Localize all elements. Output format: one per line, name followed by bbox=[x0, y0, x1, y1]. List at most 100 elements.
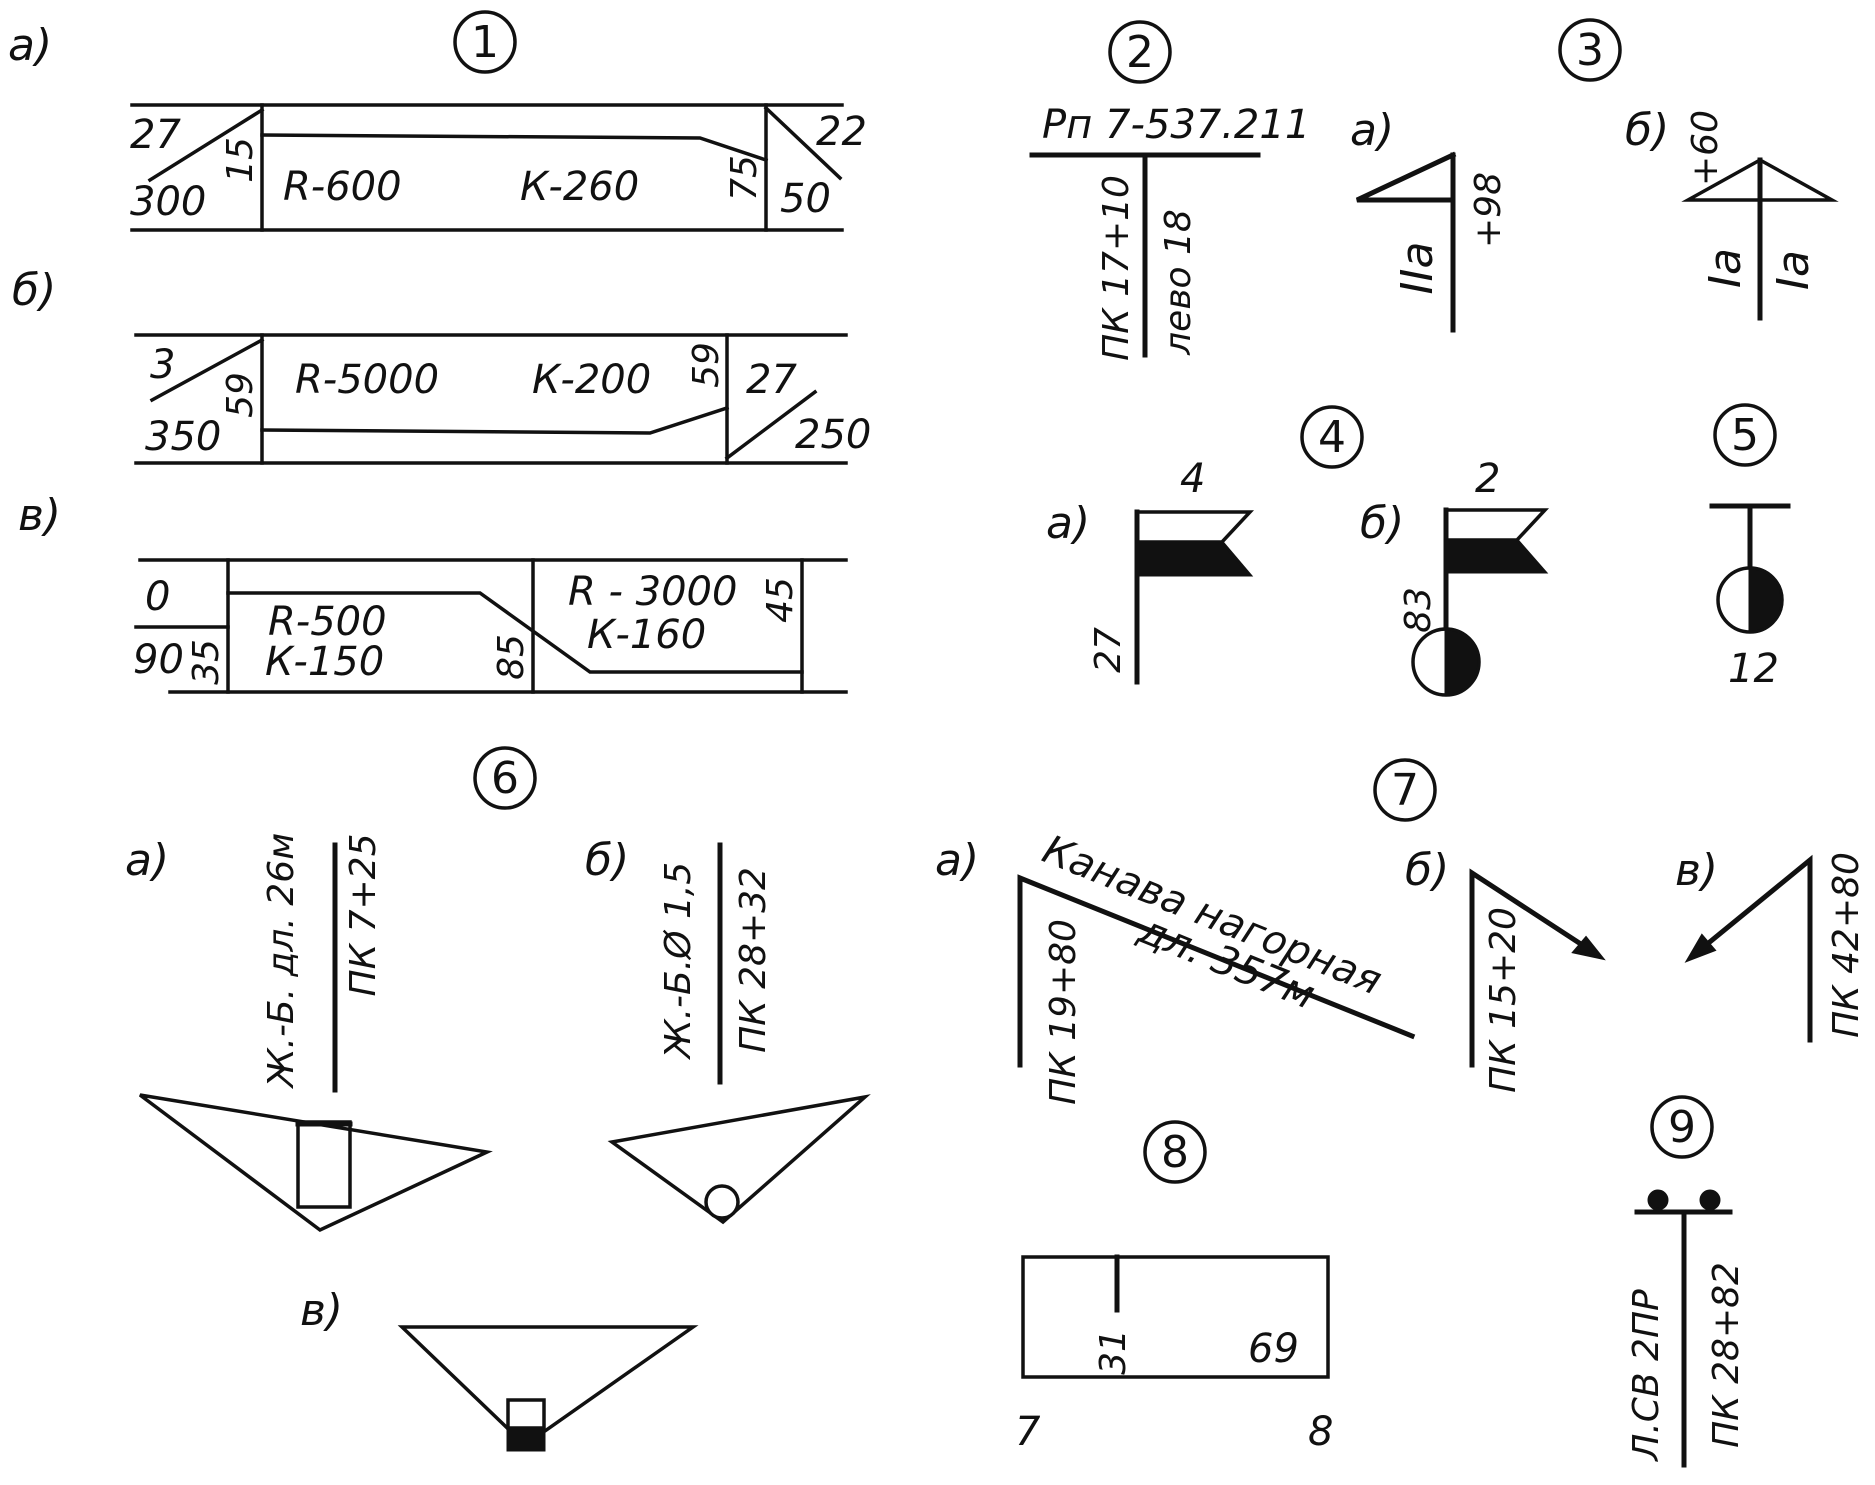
figure-1b-radius: R-5000 bbox=[295, 357, 439, 403]
figure-8-right-point: 8 bbox=[1308, 1409, 1333, 1455]
figure-9-number: 9 bbox=[1668, 1102, 1696, 1153]
figure-9: 9 Л.СВ 2ПР ПК 28+82 bbox=[1626, 1095, 1747, 1468]
figure-6b: б) Ж.-Б.Ø 1,5 ПК 28+32 bbox=[585, 835, 871, 1225]
figure-2-picket: ПК 17+10 bbox=[1096, 175, 1137, 361]
figure-6v-letter: в) bbox=[300, 1285, 343, 1336]
figure-8-number-circle bbox=[1143, 1120, 1207, 1184]
figure-1v-tangent-1: К-150 bbox=[265, 639, 384, 685]
figure-3b-letter: б) bbox=[1625, 105, 1669, 156]
figure-7b-letter: б) bbox=[1405, 845, 1449, 896]
figure-1b-left-vertical: 59 bbox=[220, 372, 261, 418]
figure-1v-radius-2: R - 3000 bbox=[568, 569, 737, 615]
figure-4b-circle-fill bbox=[1444, 627, 1481, 697]
figure-9-picket: ПК 28+82 bbox=[1706, 1262, 1747, 1448]
figure-1v-left-vertical: 35 bbox=[186, 639, 227, 685]
figure-4b-flag-white bbox=[1444, 508, 1550, 542]
figure-7a-line bbox=[1017, 874, 1416, 1068]
figure-4a: а) 4 27 bbox=[1046, 456, 1255, 685]
figure-1v-right-vertical: 45 bbox=[760, 577, 801, 623]
figure-9-number-circle bbox=[1650, 1095, 1714, 1159]
figure-5-value: 12 bbox=[1728, 646, 1779, 692]
figure-1a-radius: R-600 bbox=[283, 164, 402, 210]
figure-3a-letter: а) bbox=[1350, 105, 1394, 156]
figure-6b-structure: Ж.-Б.Ø 1,5 bbox=[658, 862, 699, 1060]
figure-5: 5 12 bbox=[1709, 403, 1791, 692]
figure-8: 8 31 69 7 8 bbox=[1015, 1120, 1333, 1455]
figure-8-left-point: 7 bbox=[1015, 1409, 1041, 1455]
figure-1v-bottom-left: 90 bbox=[133, 637, 184, 683]
figure-1a-top-right: 22 bbox=[816, 109, 867, 155]
figure-1-number: 1 bbox=[471, 17, 499, 68]
figure-3: 3 а) +98 IIа б) +60 Iа Iа bbox=[1350, 18, 1839, 333]
figure-3b-right-category: Iа bbox=[1768, 250, 1819, 290]
figure-6a-box bbox=[296, 1120, 352, 1209]
figure-1b-curve-line bbox=[260, 405, 730, 435]
figure-4-number: 4 bbox=[1318, 412, 1346, 463]
figure-6b-triangle bbox=[607, 1094, 871, 1225]
figure-7-number: 7 bbox=[1391, 765, 1419, 816]
figure-3a-category: IIа bbox=[1392, 242, 1443, 295]
figure-6v-box bbox=[506, 1398, 546, 1430]
figure-6b-letter: б) bbox=[585, 835, 629, 886]
figure-1v: в) 0 90 35 R-500 К-150 85 R - 3000 К-160… bbox=[18, 490, 848, 694]
figure-1a-top-left: 27 bbox=[130, 112, 181, 158]
figure-7v-letter: в) bbox=[1675, 845, 1718, 896]
figure-7v-line bbox=[1696, 854, 1813, 1043]
figure-7b-line bbox=[1469, 868, 1594, 1068]
figure-2-number: 2 bbox=[1126, 27, 1154, 78]
figure-6: 6 а) Ж.-Б. дл. 26м ПК 7+25 б) Ж.-Б.Ø 1,5… bbox=[125, 746, 871, 1452]
figure-7v: в) ПК 42+80 bbox=[1675, 845, 1867, 1043]
figure-5-circle-fill bbox=[1748, 566, 1784, 634]
figure-4a-flag-black bbox=[1135, 540, 1254, 577]
figure-2: 2 Рп 7-537.211 ПК 17+10 лево 18 bbox=[1029, 20, 1310, 361]
figure-1b-top-left: 3 bbox=[150, 342, 175, 388]
figure-1a-bottom-left: 300 bbox=[130, 179, 206, 225]
figure-3b-left-category: Iа bbox=[1700, 248, 1751, 288]
figure-4b-top: 2 bbox=[1475, 456, 1500, 502]
figure-6v-triangle bbox=[397, 1325, 699, 1448]
figure-9-right-dot bbox=[1699, 1189, 1721, 1211]
figure-1b-bottom-left: 350 bbox=[145, 414, 221, 460]
figure-1b-left-slope bbox=[149, 337, 265, 403]
figure-1: 1 а) 27 300 15 R-600 К-260 75 22 50 б) bbox=[8, 10, 871, 694]
figure-4a-letter: а) bbox=[1046, 498, 1090, 549]
figure-8-right-value: 69 bbox=[1248, 1326, 1299, 1372]
figure-3b: б) +60 Iа Iа bbox=[1625, 105, 1839, 321]
figure-7b-arrowhead bbox=[1571, 935, 1606, 961]
figure-5-number: 5 bbox=[1731, 410, 1759, 461]
figure-1a-curve-line bbox=[260, 133, 769, 163]
figure-1a: а) 27 300 15 R-600 К-260 75 22 50 bbox=[8, 20, 867, 232]
figure-4b-flag-black bbox=[1444, 538, 1549, 574]
figure-1a-right-vertical: 75 bbox=[724, 155, 765, 201]
figure-1b: б) 3 350 59 R-5000 К-200 59 27 250 bbox=[12, 265, 871, 465]
figure-9-line: Л.СВ 2ПР bbox=[1626, 1289, 1667, 1463]
figure-2-number-circle bbox=[1108, 20, 1172, 84]
figure-6b-pipe-circle bbox=[704, 1184, 740, 1220]
figure-1a-left-slope bbox=[147, 107, 265, 183]
figure-3a-offset: +98 bbox=[1468, 172, 1509, 248]
figure-4b: б) 2 83 bbox=[1360, 456, 1550, 697]
figure-1b-right-vertical: 59 bbox=[686, 342, 727, 388]
figure-4a-flag-white bbox=[1135, 510, 1255, 544]
figure-6a: а) Ж.-Б. дл. 26м ПК 7+25 bbox=[125, 833, 493, 1233]
figure-7a-picket: ПК 19+80 bbox=[1043, 919, 1084, 1105]
figure-7b: б) ПК 15+20 bbox=[1405, 845, 1606, 1093]
figure-1-number-circle bbox=[453, 10, 517, 74]
figure-3-number-circle bbox=[1558, 18, 1622, 82]
figure-6a-letter: а) bbox=[125, 835, 169, 886]
figure-7v-picket: ПК 42+80 bbox=[1826, 852, 1867, 1038]
figure-7a: а) Канава нагорная дл. 357м ПК 19+80 bbox=[935, 827, 1416, 1105]
figure-1b-bottom-right: 250 bbox=[795, 412, 871, 458]
figure-1a-bottom-right: 50 bbox=[780, 176, 831, 222]
figure-6a-triangle bbox=[138, 1093, 493, 1233]
figure-3a: а) +98 IIа bbox=[1350, 105, 1509, 333]
figure-3a-flag-triangle bbox=[1355, 151, 1457, 203]
figure-4b-side: 83 bbox=[1398, 587, 1439, 633]
figure-7-number-circle bbox=[1373, 758, 1437, 822]
figure-6b-picket: ПК 28+32 bbox=[733, 867, 774, 1053]
figure-6a-picket: ПК 7+25 bbox=[343, 834, 384, 997]
figure-6v: в) bbox=[300, 1285, 699, 1452]
figure-1v-tangent-2: К-160 bbox=[587, 612, 706, 658]
figure-1a-left-vertical: 15 bbox=[220, 137, 261, 183]
